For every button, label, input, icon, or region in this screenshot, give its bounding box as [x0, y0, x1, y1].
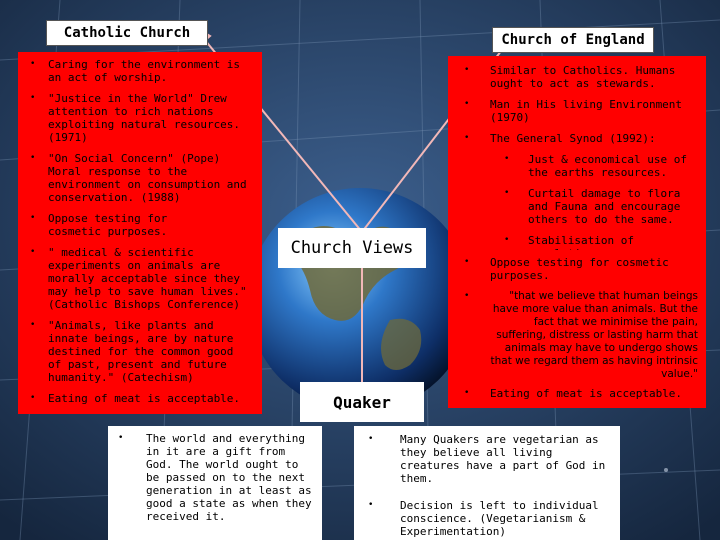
globe-icon — [248, 188, 472, 412]
quaker-point: Many Quakers are vegetarian as they beli… — [400, 433, 606, 485]
quaker-right-panel: • Many Quakers are vegetarian as they be… — [354, 426, 620, 540]
bullet-icon: • — [30, 320, 36, 330]
list-item: • "that we believe that human beings hav… — [448, 290, 706, 381]
bullet-icon: • — [368, 500, 374, 510]
list-item: • Oppose testing for cosmetic purposes. — [18, 212, 262, 238]
list-item: • Eating of meat is acceptable. — [448, 387, 706, 400]
list-item: • Similar to Catholics. Humans ought to … — [448, 64, 706, 90]
bullet-icon: • — [30, 59, 36, 69]
list-item: • Caring for the environment is an act o… — [18, 58, 262, 84]
list-item: • Many Quakers are vegetarian as they be… — [354, 433, 620, 485]
bullet-icon: • — [118, 433, 124, 443]
list-item: • Just & economical use of the earths re… — [448, 153, 706, 179]
list-item: • "Justice in the World" Drew attention … — [18, 92, 262, 144]
bullet-icon: • — [30, 213, 36, 223]
list-item: • Curtail damage to flora and Fauna and … — [448, 187, 706, 226]
bullet-icon: • — [30, 153, 36, 163]
bullet-icon: • — [464, 257, 470, 267]
bullet-icon: • — [30, 93, 36, 103]
quaker-title: Quaker — [300, 382, 424, 422]
bullet-icon: • — [464, 133, 470, 143]
synod-point: Just & economical use of the earths reso… — [528, 153, 687, 179]
catholic-point: "On Social Concern" (Pope) Moral respons… — [48, 152, 247, 204]
church-of-england-title: Church of England — [492, 27, 654, 53]
list-item: • The General Synod (1992): — [448, 132, 706, 145]
catholic-point: "Animals, like plants and innate beings,… — [48, 319, 234, 384]
bullet-icon: • — [464, 99, 470, 109]
catholic-point: Oppose testing for cosmetic purposes. — [48, 212, 168, 238]
coe-point: Eating of meat is acceptable. — [490, 387, 683, 400]
catholic-point: "Justice in the World" Drew attention to… — [48, 92, 241, 144]
catholic-point: Eating of meat is acceptable. — [48, 392, 241, 405]
list-item: • The world and everything in it are a g… — [108, 432, 322, 523]
list-item: • Decision is left to individual conscie… — [354, 499, 620, 538]
list-item: • Oppose testing for cosmetic purposes. — [448, 256, 706, 282]
bullet-icon: • — [464, 388, 470, 398]
bullet-icon: • — [504, 188, 510, 198]
list-item: • "On Social Concern" (Pope) Moral respo… — [18, 152, 262, 204]
church-of-england-views-panel: • Oppose testing for cosmetic purposes. … — [448, 250, 706, 408]
bullet-icon: • — [464, 291, 470, 301]
catholic-panel: • Caring for the environment is an act o… — [18, 52, 262, 414]
coe-point: Oppose testing for cosmetic purposes. — [490, 256, 669, 282]
bullet-icon: • — [30, 393, 36, 403]
list-item: • Eating of meat is acceptable. — [18, 392, 262, 405]
church-of-england-panel: • Similar to Catholics. Humans ought to … — [448, 56, 706, 260]
bullet-icon: • — [504, 235, 510, 245]
bullet-icon: • — [504, 154, 510, 164]
list-item: • Man in His living Environment (1970) — [448, 98, 706, 124]
quaker-point: The world and everything in it are a gif… — [146, 432, 312, 523]
catholic-point: Caring for the environment is an act of … — [48, 58, 241, 84]
quaker-point: Decision is left to individual conscienc… — [400, 499, 599, 538]
bullet-icon: • — [368, 434, 374, 444]
bullet-icon: • — [30, 247, 36, 257]
synod-point: Curtail damage to flora and Fauna and en… — [528, 187, 681, 226]
coe-point: The General Synod (1992): — [490, 132, 656, 145]
coe-point: Similar to Catholics. Humans ought to ac… — [490, 64, 676, 90]
bullet-icon: • — [464, 65, 470, 75]
church-views-label: Church Views — [278, 228, 426, 268]
catholic-point: " medical & scientific experiments on an… — [48, 246, 247, 311]
coe-point: "that we believe that human beings have … — [490, 290, 698, 380]
coe-point: Man in His living Environment (1970) — [490, 98, 683, 124]
quaker-left-panel: • The world and everything in it are a g… — [108, 426, 322, 540]
list-item: • "Animals, like plants and innate being… — [18, 319, 262, 384]
list-item: • " medical & scientific experiments on … — [18, 246, 262, 311]
catholic-church-title: Catholic Church — [46, 20, 208, 46]
